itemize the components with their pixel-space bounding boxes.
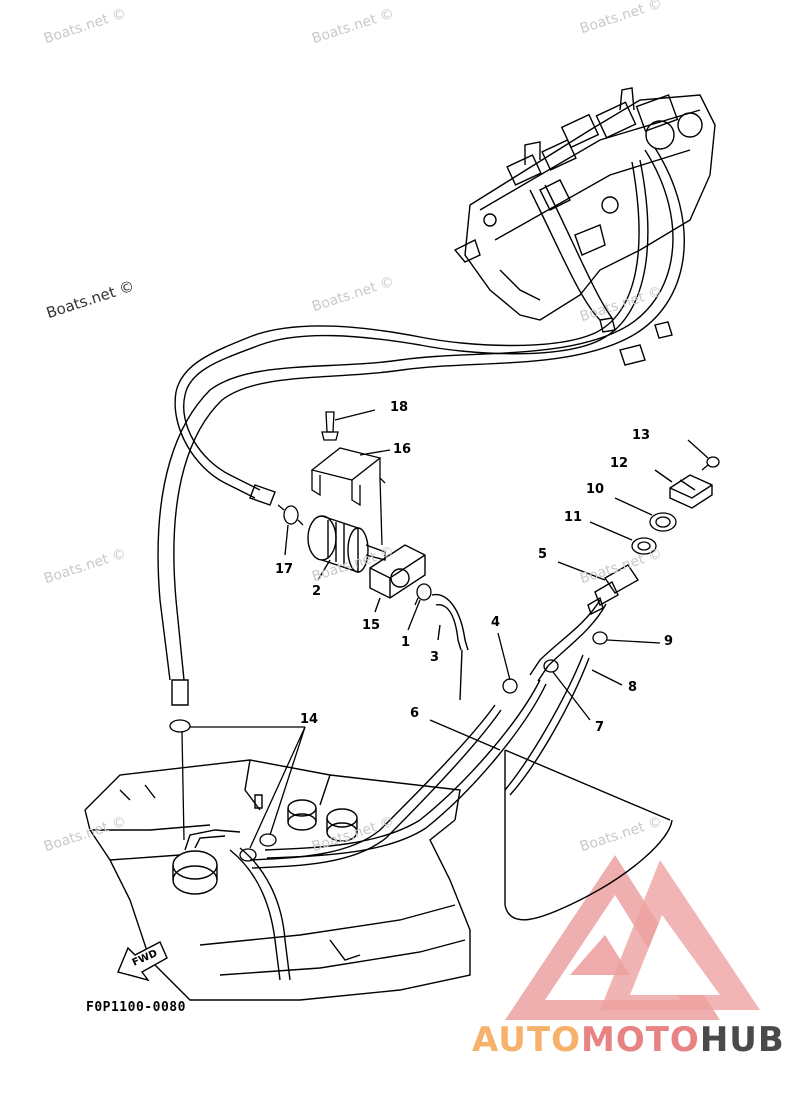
fwd-arrow-icon [117, 941, 168, 982]
logo-part-hub: HUB [699, 1020, 785, 1060]
automotohub-logo-text: AUTOMOTOHUB [472, 1020, 785, 1060]
callout-5: 5 [538, 547, 548, 562]
callout-7: 7 [595, 720, 605, 735]
engine-fuel-hoses [157, 147, 685, 706]
part-16-bracket [310, 447, 391, 546]
part-6-part-8-vent-hoses [249, 599, 673, 921]
part-14-clamps [169, 719, 306, 862]
callout-15: 15 [362, 618, 381, 633]
part-1-hose-clamp [407, 583, 432, 631]
part-9-clamp [592, 631, 661, 645]
callout-6: 6 [410, 706, 420, 721]
engine-block [453, 87, 716, 321]
part-15-filter-holder [369, 544, 426, 613]
callout-12: 12 [610, 456, 629, 471]
part-12-cap-holder [654, 469, 713, 509]
callout-10: 10 [586, 482, 605, 497]
callout-1: 1 [401, 635, 411, 650]
part-4-clamp [497, 632, 518, 694]
callout-17: 17 [275, 562, 294, 577]
callout-13: 13 [632, 428, 651, 443]
callout-16: 16 [393, 442, 412, 457]
part-11-washer [589, 521, 657, 555]
callout-14: 14 [300, 712, 319, 727]
callout-18: 18 [390, 400, 409, 415]
callout-9: 9 [664, 634, 674, 649]
part-7-clamp [543, 659, 591, 721]
part-13-screw [687, 439, 720, 471]
fuel-tank [84, 759, 471, 1001]
part-10-grommet [614, 497, 677, 532]
part-17-hose-clamp [277, 504, 304, 556]
callout-2: 2 [312, 584, 322, 599]
callout-8: 8 [628, 680, 638, 695]
part-18-screw [321, 409, 376, 441]
part-2-fuel-filter [307, 515, 386, 581]
diagram-code: F0P1100-0080 [86, 1000, 186, 1015]
part-3-hose [431, 593, 469, 701]
fuel-tank-fittings [172, 794, 358, 981]
callout-4: 4 [491, 615, 501, 630]
logo-part-moto: MOTO [580, 1020, 700, 1060]
callout-3: 3 [430, 650, 440, 665]
callout-11: 11 [564, 510, 583, 525]
automotohub-logo-mark [505, 855, 760, 1020]
logo-part-auto: AUTO [472, 1020, 581, 1060]
